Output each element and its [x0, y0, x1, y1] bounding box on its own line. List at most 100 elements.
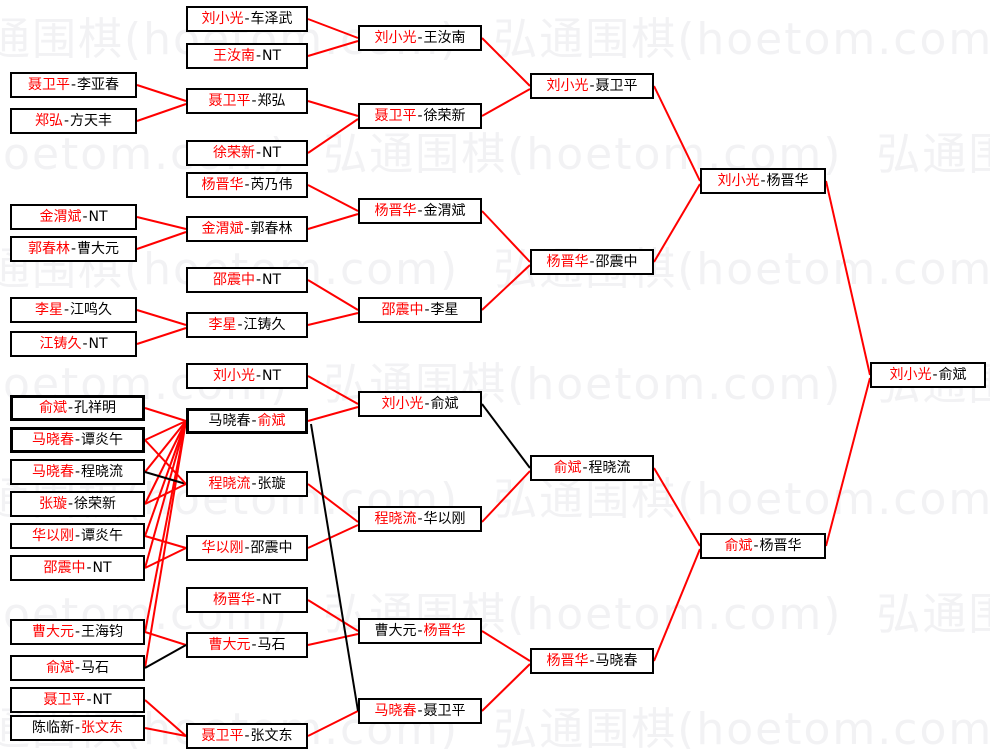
match-box[interactable]: 邵震中-李星 — [358, 297, 482, 323]
player-left: 刘小光 — [546, 78, 589, 94]
match-box[interactable]: 杨晋华-邵震中 — [530, 249, 654, 275]
vs-separator: - — [932, 367, 938, 383]
match-box[interactable]: 杨晋华-芮乃伟 — [186, 172, 308, 198]
player-left: 李星 — [208, 317, 237, 333]
player-right: NT — [262, 48, 282, 64]
match-box[interactable]: 刘小光-车泽武 — [186, 6, 308, 32]
connector-line — [307, 312, 359, 326]
match-box[interactable]: 金渭斌-NT — [10, 204, 137, 230]
match-box[interactable]: 马晓春-俞斌 — [186, 408, 308, 434]
match-box[interactable]: 王汝南-NT — [186, 43, 308, 69]
vs-separator: - — [67, 496, 74, 512]
match-box[interactable]: 金渭斌-郭春林 — [186, 216, 308, 242]
vs-separator: - — [589, 78, 595, 94]
player-right: NT — [262, 368, 282, 384]
match-box[interactable]: 聂卫平-郑弘 — [186, 88, 308, 114]
match-box[interactable]: 马晓春-谭炎午 — [10, 427, 145, 453]
watermark-text: 弘通围棋(hoetom.com)弘通围棋(hoetom.com)弘通围棋(hoe… — [0, 704, 990, 749]
player-left: 华以刚 — [201, 540, 244, 556]
match-box[interactable]: 李星-江铸久 — [186, 312, 308, 338]
match-box[interactable]: 刘小光-杨晋华 — [700, 168, 826, 194]
match-box[interactable]: 杨晋华-马晓春 — [530, 648, 654, 674]
player-left: 邵震中 — [43, 560, 86, 576]
connector-line — [307, 184, 359, 212]
match-box[interactable]: 华以刚-邵震中 — [186, 535, 308, 561]
match-box[interactable]: 曹大元-杨晋华 — [358, 618, 482, 644]
match-box[interactable]: 徐荣新-NT — [186, 140, 308, 166]
match-box[interactable]: 张璇-徐荣新 — [10, 491, 145, 517]
match-box[interactable]: 刘小光-NT — [186, 363, 308, 389]
match-box[interactable]: 马晓春-程晓流 — [10, 459, 145, 485]
player-left: 杨晋华 — [212, 592, 255, 608]
match-box[interactable]: 刘小光-聂卫平 — [530, 73, 654, 99]
connector-line — [144, 420, 187, 633]
connector-line — [307, 710, 359, 737]
match-box[interactable]: 邵震中-NT — [186, 267, 308, 293]
match-box[interactable]: 杨晋华-金渭斌 — [358, 198, 482, 224]
player-right: 张文东 — [81, 720, 124, 736]
vs-separator: - — [86, 560, 92, 576]
connector-line — [307, 279, 359, 311]
player-left: 马晓春 — [208, 413, 251, 429]
watermark-text: 弘通围棋(hoetom.com)弘通围棋(hoetom.com)弘通围棋(hoe… — [0, 14, 990, 65]
vs-separator: - — [582, 460, 588, 476]
player-right: 江铸久 — [243, 317, 286, 333]
connector-line — [481, 37, 531, 87]
match-box[interactable]: 刘小光-俞斌 — [870, 362, 986, 388]
player-right: 方天丰 — [70, 113, 113, 129]
match-box[interactable]: 马晓春-聂卫平 — [358, 698, 482, 724]
match-box[interactable]: 郭春林-曹大元 — [10, 236, 137, 262]
connector-line — [481, 470, 531, 523]
match-box[interactable]: 聂卫平-李亚春 — [10, 72, 137, 98]
player-right: 杨晋华 — [759, 538, 802, 554]
vs-separator: - — [74, 624, 81, 640]
match-box[interactable]: 聂卫平-NT — [10, 687, 145, 713]
match-box[interactable]: 江铸久-NT — [10, 331, 137, 357]
player-left: 聂卫平 — [27, 77, 70, 93]
match-box[interactable]: 俞斌-马石 — [10, 655, 145, 681]
match-box[interactable]: 曹大元-王海钧 — [10, 619, 145, 645]
connector-line — [144, 699, 187, 737]
player-right: 杨晋华 — [766, 173, 809, 189]
player-right: NT — [88, 336, 108, 352]
vs-separator: - — [251, 93, 257, 109]
connector-line — [825, 180, 871, 376]
player-left: 刘小光 — [889, 367, 932, 383]
match-box[interactable]: 程晓流-张璇 — [186, 471, 308, 497]
match-box[interactable]: 曹大元-马石 — [186, 632, 308, 658]
connector-line — [136, 84, 187, 102]
player-left: 杨晋华 — [201, 177, 244, 193]
player-right: 俞斌 — [938, 367, 967, 383]
match-box[interactable]: 刘小光-俞斌 — [358, 391, 482, 417]
player-right: NT — [262, 145, 282, 161]
player-right: 徐荣新 — [423, 108, 466, 124]
connector-line — [481, 264, 531, 311]
match-box[interactable]: 俞斌-程晓流 — [530, 455, 654, 481]
match-box[interactable]: 郑弘-方天丰 — [10, 108, 137, 134]
match-box[interactable]: 杨晋华-NT — [186, 587, 308, 613]
match-box[interactable]: 程晓流-华以刚 — [358, 506, 482, 532]
player-right: 孔祥明 — [74, 400, 117, 416]
match-box[interactable]: 邵震中-NT — [10, 555, 145, 581]
match-box[interactable]: 李星-江鸣久 — [10, 297, 137, 323]
match-box[interactable]: 俞斌-杨晋华 — [700, 533, 826, 559]
match-box[interactable]: 陈临新-张文东 — [10, 715, 145, 741]
match-box[interactable]: 华以刚-谭炎午 — [10, 523, 145, 549]
vs-separator: - — [417, 203, 423, 219]
vs-separator: - — [251, 637, 257, 653]
connector-line — [144, 420, 187, 569]
player-right: 徐荣新 — [74, 496, 117, 512]
player-right: 曹大元 — [77, 241, 120, 257]
match-box[interactable]: 俞斌-孔祥明 — [10, 395, 145, 421]
match-box[interactable]: 刘小光-王汝南 — [358, 25, 482, 51]
connector-line — [144, 644, 187, 669]
match-box[interactable]: 聂卫平-徐荣新 — [358, 103, 482, 129]
connector-line — [307, 633, 359, 646]
player-right: 杨晋华 — [423, 623, 466, 639]
player-right: NT — [262, 272, 282, 288]
player-right: 马石 — [81, 660, 110, 676]
player-left: 聂卫平 — [208, 93, 251, 109]
player-right: 聂卫平 — [423, 703, 466, 719]
connector-line — [136, 231, 187, 250]
match-box[interactable]: 聂卫平-张文东 — [186, 723, 308, 749]
